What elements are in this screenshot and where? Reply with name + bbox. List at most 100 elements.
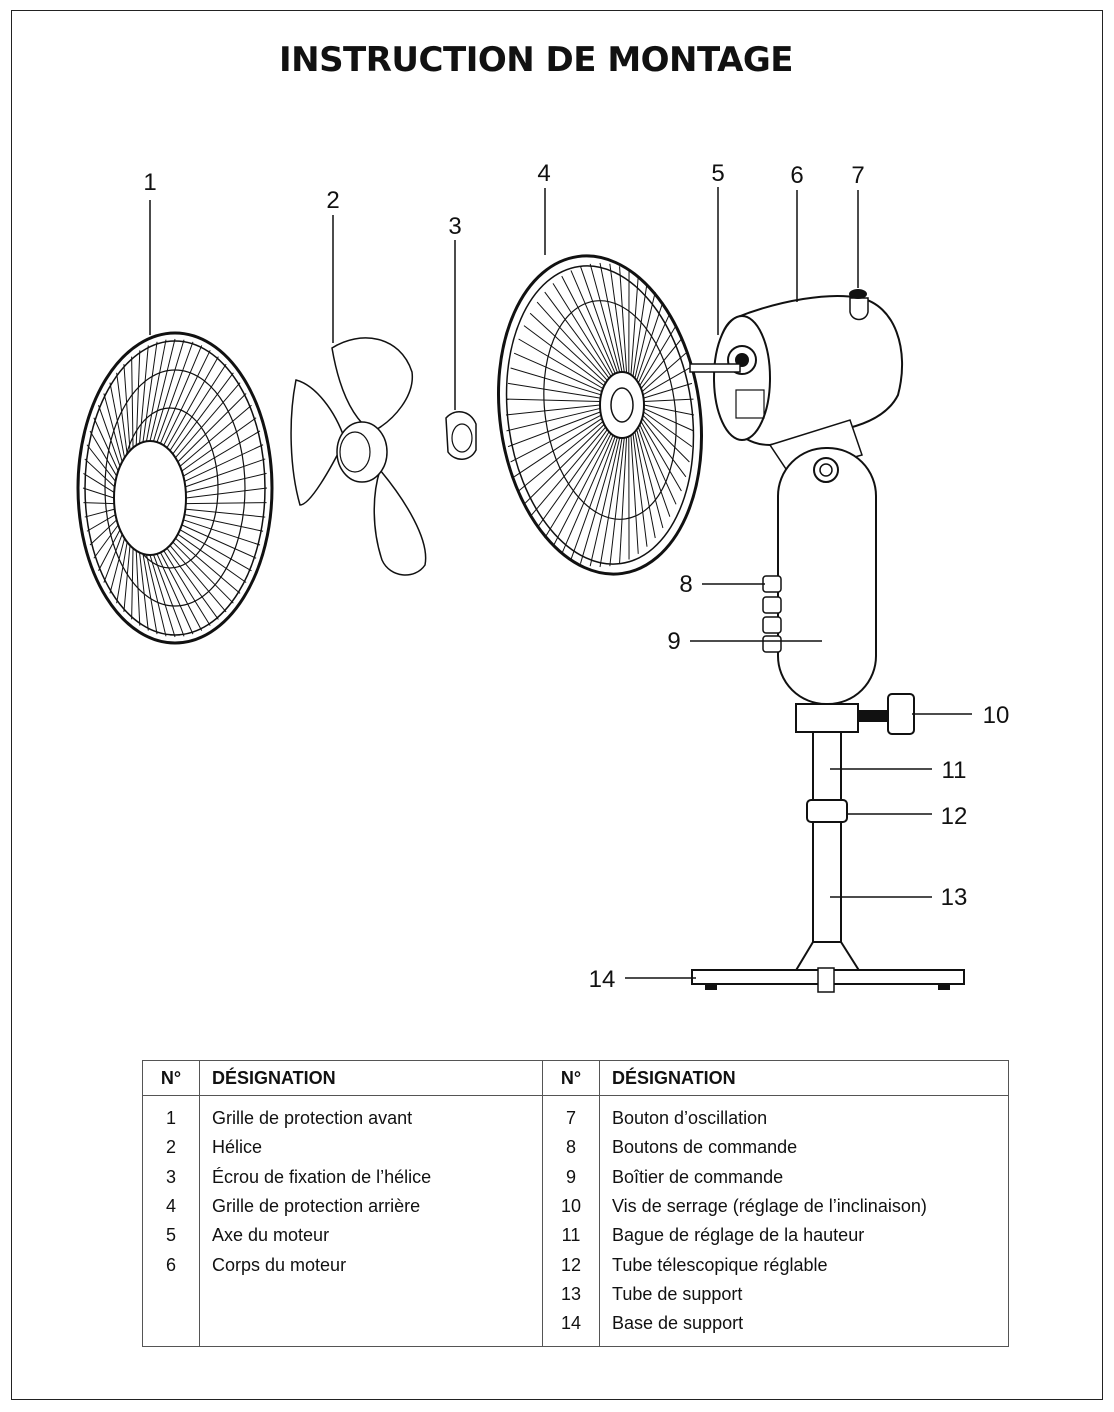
grille-wire <box>145 554 167 637</box>
table-row: 13 Tube de support <box>142 1279 1009 1310</box>
grille-wire <box>609 437 625 567</box>
callout-14: 14 <box>589 966 616 993</box>
grille-wire <box>89 519 118 546</box>
grille-wire <box>185 458 266 488</box>
part-designation: Grille de protection arrière <box>199 1191 543 1222</box>
part-number <box>142 1279 200 1310</box>
grille-wire <box>636 429 664 529</box>
callout-7: 7 <box>851 162 864 189</box>
header-designation-left: DÉSIGNATION <box>199 1060 543 1096</box>
grille-wire <box>589 437 621 567</box>
grille-wire <box>570 270 616 374</box>
part-number: 1 <box>142 1104 200 1134</box>
callout-9: 9 <box>667 628 680 655</box>
grille-wire <box>103 533 123 583</box>
grille-wire <box>505 404 601 416</box>
grille-wire <box>506 407 601 432</box>
grille-wire <box>131 356 134 448</box>
grille-wire <box>639 424 677 505</box>
grille-wire <box>529 312 606 384</box>
grille-wire <box>153 339 185 442</box>
grille-wire <box>507 411 601 448</box>
grille-wire <box>103 393 123 462</box>
grille-wire <box>179 404 252 467</box>
part-number: 6 <box>142 1250 200 1280</box>
table-row: 4 Grille de protection arrière 10 Vis de… <box>142 1191 1009 1222</box>
table-row: 1 Grille de protection avant 7 Bouton d’… <box>142 1104 1009 1134</box>
grille-wire <box>169 545 227 613</box>
grille-wire <box>599 437 623 568</box>
part-designation: Bague de réglage de la hauteur <box>612 1225 865 1246</box>
grille-wire <box>82 487 115 499</box>
grille-wire <box>175 537 241 594</box>
grille-wire <box>641 418 687 478</box>
grille-wire <box>561 434 614 555</box>
grille-wire <box>643 382 693 399</box>
page-title: INSTRUCTION DE MONTAGE <box>278 40 794 80</box>
grille-wire <box>86 444 116 482</box>
grille-wire <box>609 263 625 373</box>
grille-wire <box>636 301 664 381</box>
grille-wire <box>523 424 605 505</box>
part-number: 8 <box>542 1133 600 1163</box>
grille-wire <box>570 436 616 560</box>
part-number: 3 <box>142 1162 200 1192</box>
grille-wire <box>84 508 115 518</box>
part-number: 13 <box>542 1279 600 1310</box>
grille-wire <box>637 426 671 517</box>
grille-wire <box>139 345 149 444</box>
part-designation: Bouton d’oscillation <box>612 1108 768 1129</box>
grille-wire <box>513 352 603 393</box>
grille-wire <box>579 437 618 564</box>
grille-wire <box>536 301 608 381</box>
grille-wire <box>619 266 628 373</box>
fan-stand <box>691 693 965 993</box>
grille-wire <box>523 325 605 387</box>
rear-grille <box>497 254 703 576</box>
grille-wire <box>643 411 693 448</box>
part-number: 9 <box>542 1162 600 1192</box>
grille-wire <box>506 398 601 403</box>
grille-wire <box>145 339 167 442</box>
grille-wire <box>643 407 694 432</box>
callout-12: 12 <box>941 803 968 830</box>
part-number: 7 <box>542 1104 600 1134</box>
grille-wire <box>632 433 648 547</box>
grille-wire <box>109 382 126 458</box>
grille-wire <box>116 541 128 604</box>
grille-wire <box>153 554 185 637</box>
grille-wire <box>93 417 119 472</box>
table-row: 2 Hélice 8 Boutons de commande <box>142 1133 1009 1163</box>
callout-8: 8 <box>679 571 692 598</box>
grille-wire <box>184 444 264 482</box>
grille-wire <box>83 472 115 493</box>
grille-wire <box>643 404 695 416</box>
grille-wire <box>185 472 267 493</box>
grille-wire <box>142 553 158 635</box>
part-designation: Corps du moteur <box>199 1250 543 1280</box>
grille-wire <box>175 382 241 459</box>
grille-wire <box>185 487 268 499</box>
grille-wire <box>159 345 203 444</box>
part-designation: Boîtier de commande <box>612 1166 784 1187</box>
grille-wire <box>177 533 247 583</box>
grille-wire <box>84 458 116 488</box>
grille-wire <box>639 325 677 386</box>
grille-wire <box>641 352 687 392</box>
grille-wire <box>518 421 604 492</box>
grille-wire <box>123 545 131 612</box>
grille-wire <box>630 435 639 554</box>
part-designation: Axe du moteur <box>199 1221 543 1251</box>
header-number-left: N° <box>142 1060 200 1096</box>
part-designation: Tube télescopique réglable <box>612 1254 828 1275</box>
grille-wire <box>544 431 610 539</box>
grille-wire <box>579 266 618 373</box>
grille-wire <box>98 529 121 572</box>
grille-wire <box>642 367 690 396</box>
grille-wire <box>634 431 656 539</box>
part-number: 14 <box>542 1309 600 1339</box>
grille-wire <box>507 382 601 399</box>
grille-wire <box>630 276 639 375</box>
grille-wire <box>166 547 219 620</box>
